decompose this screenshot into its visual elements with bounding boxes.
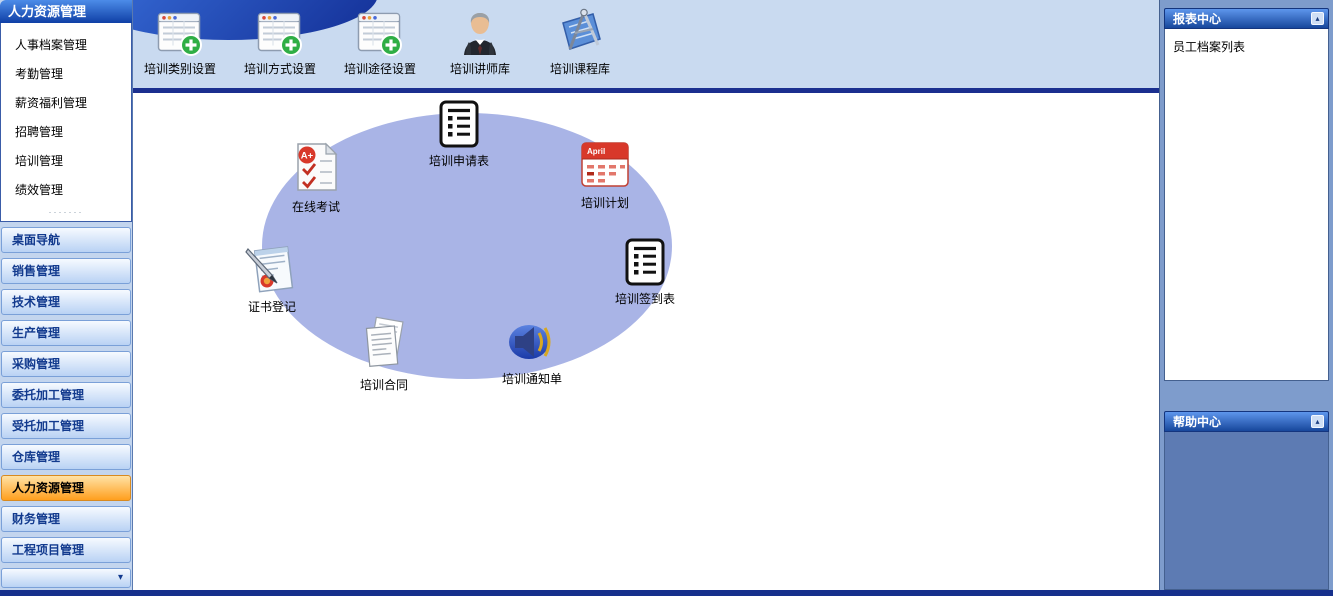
calendar-icon: April (578, 139, 632, 191)
menu-item-recruitment[interactable]: 招聘管理 (15, 125, 64, 139)
node-online-exam[interactable]: A+ 在线考试 (268, 139, 364, 215)
accordion-item-human-resources[interactable]: 人力资源管理 (1, 475, 131, 501)
menu-panel: 人事档案管理 考勤管理 薪资福利管理 招聘管理 培训管理 绩效管理 ······… (0, 23, 132, 222)
accordion-item-purchasing[interactable]: 采购管理 (1, 351, 131, 377)
accordion-item-warehouse[interactable]: 仓库管理 (1, 444, 131, 470)
accordion-item-commissioned-processing[interactable]: 受托加工管理 (1, 413, 131, 439)
accordion-item-production[interactable]: 生产管理 (1, 320, 131, 346)
node-training-plan[interactable]: April 培训计划 (557, 139, 653, 211)
table-add-icon (157, 5, 204, 57)
node-label: 培训计划 (580, 196, 629, 210)
toolbar-item-training-method-setup[interactable]: 培训方式设置 (233, 0, 327, 77)
help-center-body (1164, 432, 1329, 590)
accordion-item-desktop-nav[interactable]: 桌面导航 (1, 227, 131, 253)
report-center-header[interactable]: 报表中心 ▴ (1164, 8, 1329, 29)
chevron-down-icon: ▾ (117, 572, 123, 583)
toolbar-item-course-library[interactable]: 培训课程库 (533, 0, 627, 77)
menu-item-attendance[interactable]: 考勤管理 (15, 67, 64, 81)
toolbar-item-training-category-setup[interactable]: 培训类别设置 (133, 0, 227, 77)
toolbar-item-label: 培训课程库 (549, 62, 610, 76)
speaker-icon (505, 317, 559, 367)
exam-badge-text: A+ (301, 151, 314, 162)
toolbar-divider (133, 88, 1159, 93)
accordion-overflow-button[interactable]: ▾ (1, 568, 131, 588)
toolbar-item-label: 培训类别设置 (143, 62, 216, 76)
node-training-signin-sheet[interactable]: 培训签到表 (597, 237, 693, 307)
compass-icon (555, 5, 605, 57)
sidebar-title: 人力资源管理 (0, 0, 132, 23)
workflow-canvas: 培训申请表 A+ 在线考试 (133, 93, 1159, 590)
accordion-item-engineering-projects[interactable]: 工程项目管理 (1, 537, 131, 563)
node-certificate-registration[interactable]: 证书登记 (224, 243, 320, 315)
help-center-title: 帮助中心 (1173, 415, 1222, 429)
node-label: 在线考试 (291, 200, 340, 214)
toolbar: 培训类别设置 培训方式设置 (133, 0, 1159, 88)
toolbar-item-trainer-library[interactable]: 培训讲师库 (433, 0, 527, 77)
menu-item-personnel-files[interactable]: 人事档案管理 (15, 38, 88, 52)
node-label: 培训申请表 (428, 154, 489, 168)
accordion-item-technology[interactable]: 技术管理 (1, 289, 131, 315)
node-training-application-form[interactable]: 培训申请表 (411, 99, 507, 169)
report-center-title: 报表中心 (1173, 12, 1222, 26)
trainer-icon (456, 5, 504, 57)
toolbar-item-label: 培训方式设置 (243, 62, 316, 76)
main-area: 培训类别设置 培训方式设置 (133, 0, 1159, 590)
node-training-contract[interactable]: 培训合同 (336, 315, 432, 393)
left-sidebar: 人力资源管理 人事档案管理 考勤管理 薪资福利管理 招聘管理 培训管理 绩效管理… (0, 0, 133, 590)
exam-icon: A+ (290, 139, 342, 195)
report-list: 员工档案列表 (1164, 29, 1329, 381)
table-add-icon (357, 5, 404, 57)
table-add-icon (257, 5, 304, 57)
contract-icon (356, 315, 412, 373)
collapse-up-icon[interactable]: ▴ (1311, 12, 1324, 25)
node-label: 证书登记 (247, 300, 296, 314)
form-list-icon (623, 237, 667, 287)
form-list-icon (437, 99, 481, 149)
certificate-icon (244, 243, 300, 295)
report-item-employee-file-list[interactable]: 员工档案列表 (1173, 40, 1246, 54)
module-accordion: 桌面导航 销售管理 技术管理 生产管理 采购管理 委托加工管理 受托加工管理 仓… (0, 222, 132, 590)
accordion-item-finance[interactable]: 财务管理 (1, 506, 131, 532)
accordion-item-sales[interactable]: 销售管理 (1, 258, 131, 284)
toolbar-item-label: 培训讲师库 (449, 62, 510, 76)
toolbar-item-training-channel-setup[interactable]: 培训途径设置 (333, 0, 427, 77)
calendar-month-text: April (587, 147, 605, 156)
toolbar-item-label: 培训途径设置 (343, 62, 416, 76)
node-label: 培训通知单 (501, 372, 562, 386)
help-center-header[interactable]: 帮助中心 ▴ (1164, 411, 1329, 432)
node-label: 培训合同 (359, 378, 408, 392)
accordion-item-outsourced-processing[interactable]: 委托加工管理 (1, 382, 131, 408)
menu-item-training[interactable]: 培训管理 (15, 154, 64, 168)
node-training-notice[interactable]: 培训通知单 (484, 317, 580, 387)
right-sidebar: 报表中心 ▴ 员工档案列表 帮助中心 ▴ (1159, 0, 1333, 590)
menu-separator: ······· (48, 207, 84, 217)
menu-item-payroll-benefits[interactable]: 薪资福利管理 (15, 96, 88, 110)
node-label: 培训签到表 (614, 292, 675, 306)
menu-item-performance[interactable]: 绩效管理 (15, 183, 64, 197)
collapse-up-icon[interactable]: ▴ (1311, 415, 1324, 428)
